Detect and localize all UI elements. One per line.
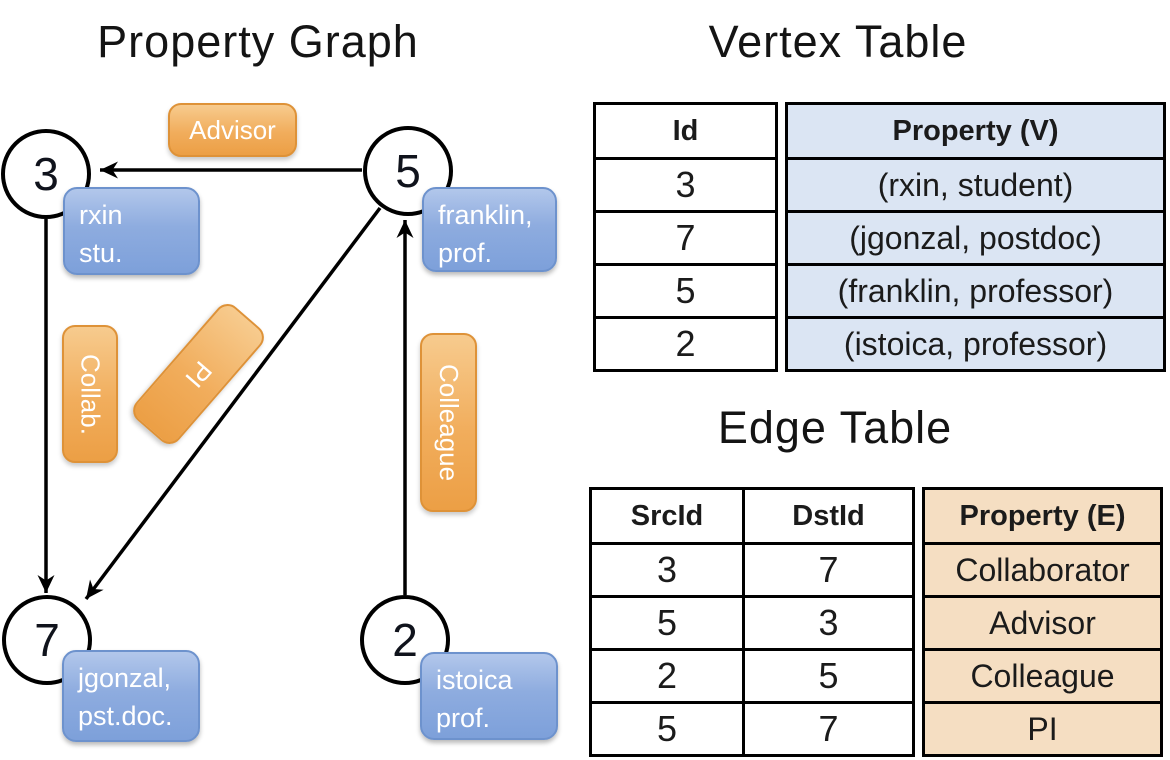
vertex-property-line: pst.doc.	[78, 701, 173, 731]
vertex-table-row-3-id: 2	[596, 316, 775, 369]
edge-label-text: Advisor	[189, 114, 276, 145]
edge-table-row-2-property: Colleague	[925, 648, 1160, 701]
edge-label-advisor: Advisor	[168, 103, 297, 157]
edge-table-row-3-property: PI	[925, 701, 1160, 754]
edge-table-id-columns: SrcId DstId 3 7 5 3 2 5 5 7	[589, 487, 915, 757]
vertex-property-box-5: franklin, prof.	[422, 187, 557, 272]
node-id-label: 3	[33, 148, 59, 200]
node-id-label: 5	[395, 145, 421, 197]
vertex-property-box-2: istoica prof.	[420, 652, 558, 740]
edge-table-row-0-src: 3	[592, 542, 742, 595]
edge-table-property-header: Property (E)	[959, 499, 1126, 532]
edge-label-text: Collab.	[75, 353, 106, 435]
vertex-table-id-header: Id	[672, 114, 699, 147]
vertex-table-row-2-property: (franklin, professor)	[788, 263, 1163, 316]
vertex-table-row-0-property: (rxin, student)	[788, 157, 1163, 210]
node-3: 3	[1, 129, 91, 219]
edge-table-property-column: Property (E) Collaborator Advisor Collea…	[922, 487, 1163, 757]
vertex-property-box-3: rxin stu.	[63, 187, 200, 275]
vertex-table-property-column: Property (V) (rxin, student) (jgonzal, p…	[785, 102, 1166, 372]
edge-label-colleague: Colleague	[420, 333, 477, 512]
edge-table-dst-header: DstId	[742, 490, 912, 542]
vertex-property-box-7: jgonzal, pst.doc.	[62, 650, 200, 742]
edge-table-row-1-dst: 3	[742, 595, 912, 648]
edge-table-title: Edge Table	[717, 402, 953, 453]
vertex-table-property-header: Property (V)	[892, 114, 1059, 147]
node-id-label: 2	[392, 614, 418, 666]
edge-5-to-7	[84, 206, 382, 601]
edge-table-row-3-src: 5	[592, 701, 742, 754]
vertex-property-line: prof.	[436, 703, 491, 733]
vertex-property-line: istoica	[436, 665, 513, 695]
vertex-property-line: prof.	[438, 238, 493, 268]
vertex-table-row-2-id: 5	[596, 263, 775, 316]
edge-table-row-2-dst: 5	[742, 648, 912, 701]
node-id-label: 7	[34, 614, 60, 666]
edge-table-row-2-src: 2	[592, 648, 742, 701]
edge-table-row-0-dst: 7	[742, 542, 912, 595]
edge-table-row-1-property: Advisor	[925, 595, 1160, 648]
edge-table-row-0-property: Collaborator	[925, 542, 1160, 595]
edge-table-row-1-src: 5	[592, 595, 742, 648]
vertex-table-row-0-id: 3	[596, 157, 775, 210]
vertex-table-title: Vertex Table	[708, 16, 968, 67]
vertex-property-line: jgonzal,	[78, 663, 172, 693]
vertex-table-row-3-property: (istoica, professor)	[788, 316, 1163, 369]
edge-table-src-header: SrcId	[630, 499, 704, 532]
edge-label-text: Colleague	[434, 363, 464, 482]
vertex-table-row-1-property: (jgonzal, postdoc)	[788, 210, 1163, 263]
edge-label-text: PI	[179, 355, 219, 394]
vertex-property-line: stu.	[79, 238, 123, 268]
vertex-table-row-1-id: 7	[596, 210, 775, 263]
edge-label-collab: Collab.	[62, 325, 118, 463]
property-graph-title: Property Graph	[97, 16, 419, 67]
vertex-property-line: franklin,	[438, 200, 533, 230]
vertex-property-line: rxin	[79, 200, 123, 230]
vertex-table-id-column: Id 3 7 5 2	[593, 102, 778, 372]
edge-table-row-3-dst: 7	[742, 701, 912, 754]
